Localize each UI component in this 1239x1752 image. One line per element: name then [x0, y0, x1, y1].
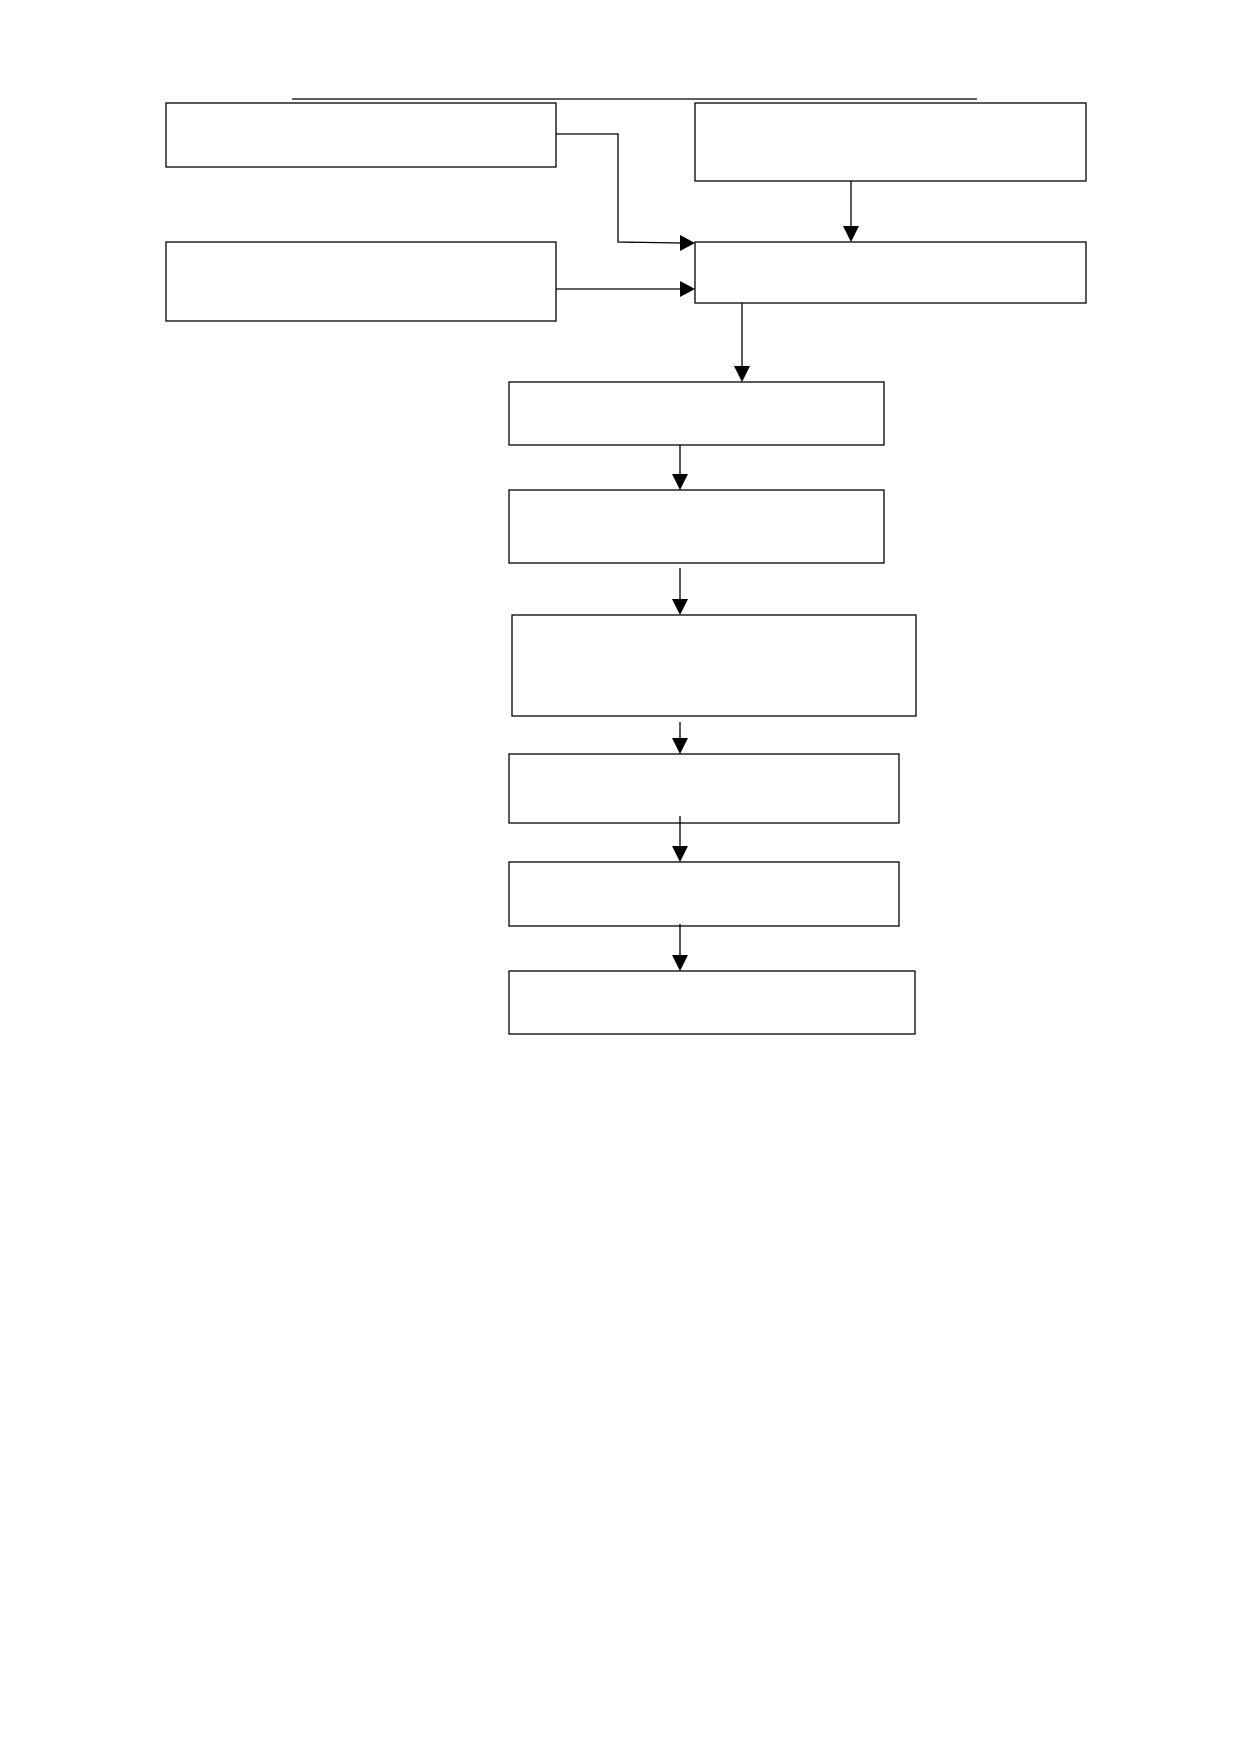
connector-top-left-to-merge: [556, 133, 695, 251]
connector-step-2-to-step-3: [672, 568, 688, 615]
flow-box-mid-left: [165, 241, 557, 322]
connector-top-right-to-merge: [843, 181, 859, 242]
flow-box-step-2: [508, 489, 885, 564]
flow-box-step-6: [508, 970, 916, 1035]
connector-step-4-to-step-5: [672, 816, 688, 862]
flow-box-step-5: [508, 861, 900, 927]
connector-merge-to-step-1: [734, 303, 750, 382]
flow-box-step-4: [508, 753, 900, 824]
flow-box-step-1: [508, 381, 885, 446]
flow-box-step-3: [511, 614, 917, 717]
flow-box-top-right: [694, 102, 1087, 182]
connector-mid-left-to-merge: [556, 281, 695, 297]
flow-box-merge: [694, 241, 1087, 304]
connector-step-5-to-step-6: [672, 924, 688, 971]
flow-box-top-left: [165, 102, 557, 168]
connector-step-1-to-step-2: [672, 445, 688, 490]
connector-step-3-to-step-4: [672, 722, 688, 754]
